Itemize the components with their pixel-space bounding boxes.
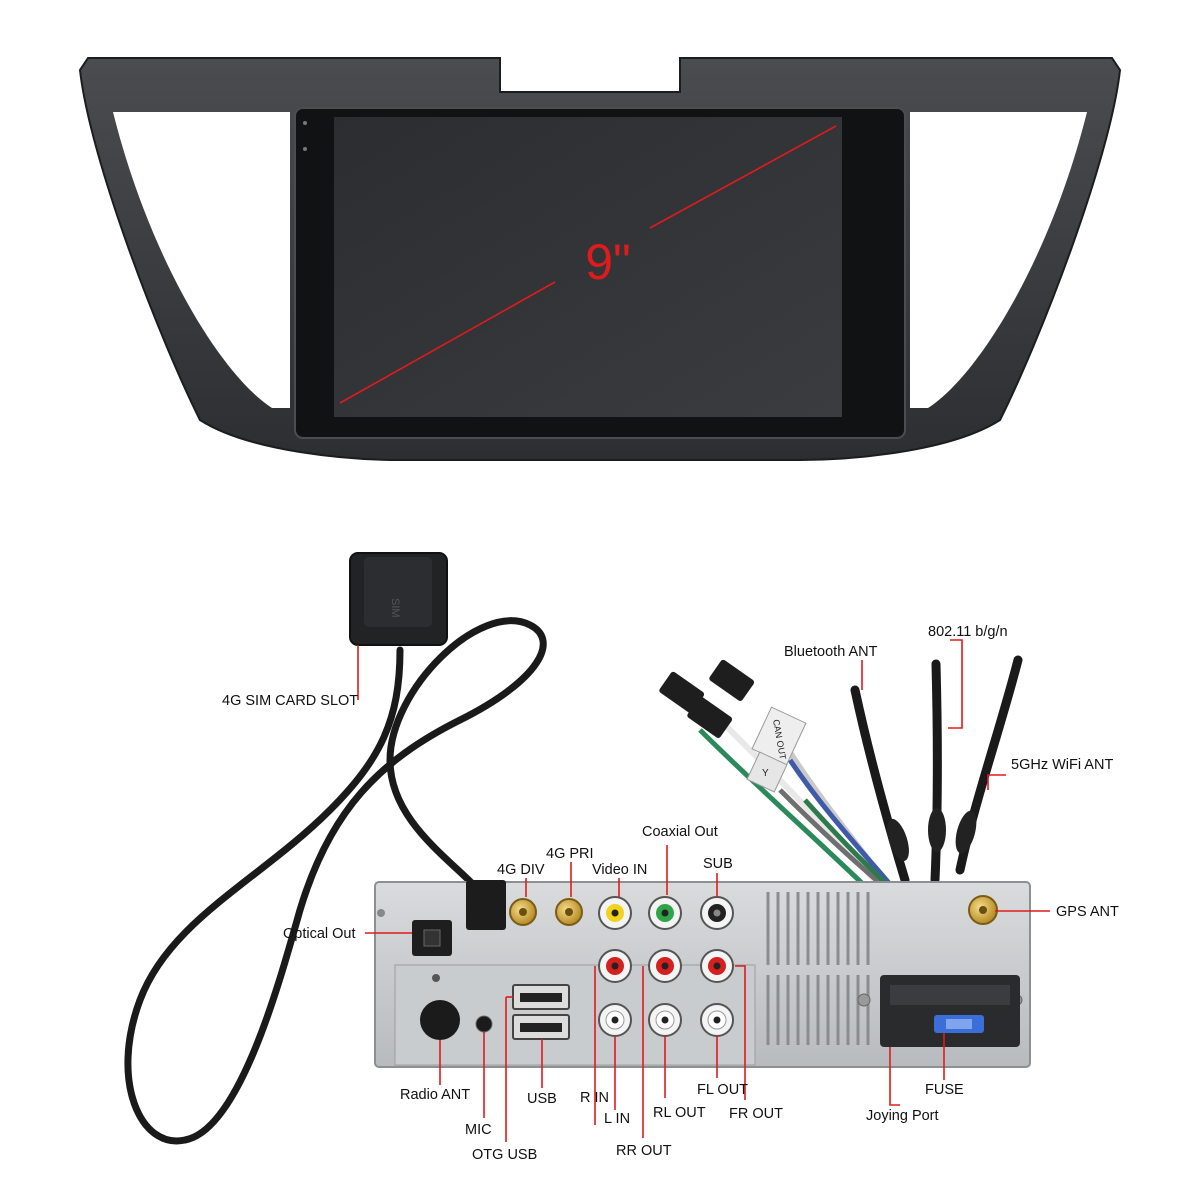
callout-leaders (365, 639, 1050, 1142)
left-vent-opening (113, 112, 290, 408)
wifi-5ghz-label: 5GHz WiFi ANT (1011, 757, 1113, 773)
joying-port-pins (890, 985, 1010, 1005)
4g-pri-label: 4G PRI (546, 846, 594, 862)
screen-sensor-dot (303, 121, 307, 125)
fr-out-label: FR OUT (729, 1106, 783, 1122)
gps-ant-label: GPS ANT (1056, 904, 1119, 920)
usb-label: USB (527, 1091, 557, 1107)
chassis-screw (377, 909, 385, 917)
chassis-grille (766, 892, 870, 1045)
antenna-sleeve (955, 810, 977, 854)
sim-cable (124, 617, 547, 1145)
r-in-label: R IN (580, 1090, 609, 1106)
screen-diagonal-line (339, 281, 556, 404)
antenna-wire (930, 659, 942, 885)
sub-label: SUB (703, 856, 733, 872)
coaxial-out-label: Coaxial Out (642, 824, 718, 840)
fl-out-label: FL OUT (697, 1082, 748, 1098)
sim-module-face (364, 557, 432, 627)
fuse-label: FUSE (925, 1082, 964, 1098)
y-tag (746, 751, 788, 793)
right-vent-opening (910, 112, 1087, 408)
screen-diagonal-line (649, 125, 837, 229)
rr-out-label: RR OUT (616, 1143, 672, 1159)
sim-cable-plug (466, 880, 506, 930)
screen-sensor-dot (303, 147, 307, 151)
joying-port-label: Joying Port (866, 1108, 939, 1124)
radio-ant-port (420, 1000, 460, 1040)
optical-out-label: Optical Out (283, 926, 356, 942)
harness-connector (659, 671, 705, 713)
y-label: Y (762, 768, 769, 779)
frame-notch (503, 64, 673, 86)
sim-card-slot-label: 4G SIM CARD SLOT (222, 693, 358, 709)
mic-port (475, 1015, 493, 1033)
chassis-screw (432, 974, 440, 982)
optical-out-inner (423, 929, 441, 947)
sim-module-assembly: SIM 4G SIM CARD SLOT (124, 552, 547, 1145)
radio-ant-label: Radio ANT (400, 1087, 470, 1103)
screen-size-label: 9" (585, 234, 631, 290)
antenna-sleeve (887, 818, 909, 862)
chassis-screw (857, 993, 871, 1007)
harness-connector (687, 696, 733, 738)
l-in-label: L IN (604, 1111, 630, 1127)
rl-out-label: RL OUT (653, 1105, 706, 1121)
harness-connector (709, 659, 755, 701)
antenna-wire (850, 685, 910, 885)
chassis (374, 880, 1031, 1068)
wifi-802-label: 802.11 b/g/n (928, 624, 1008, 640)
4g-div-label: 4G DIV (497, 862, 545, 878)
otg-usb-label: OTG USB (472, 1147, 537, 1163)
head-unit: 9" (78, 57, 1122, 461)
antenna-sleeve (928, 808, 946, 852)
bluetooth-ant-label: Bluetooth ANT (784, 644, 878, 660)
callout-labels: Bluetooth ANT 802.11 b/g/n 5GHz WiFi ANT… (283, 624, 1119, 1163)
video-in-label: Video IN (592, 862, 647, 878)
mic-label: MIC (465, 1122, 492, 1138)
screen-display (334, 117, 842, 417)
sim-module-text: SIM (389, 598, 401, 618)
